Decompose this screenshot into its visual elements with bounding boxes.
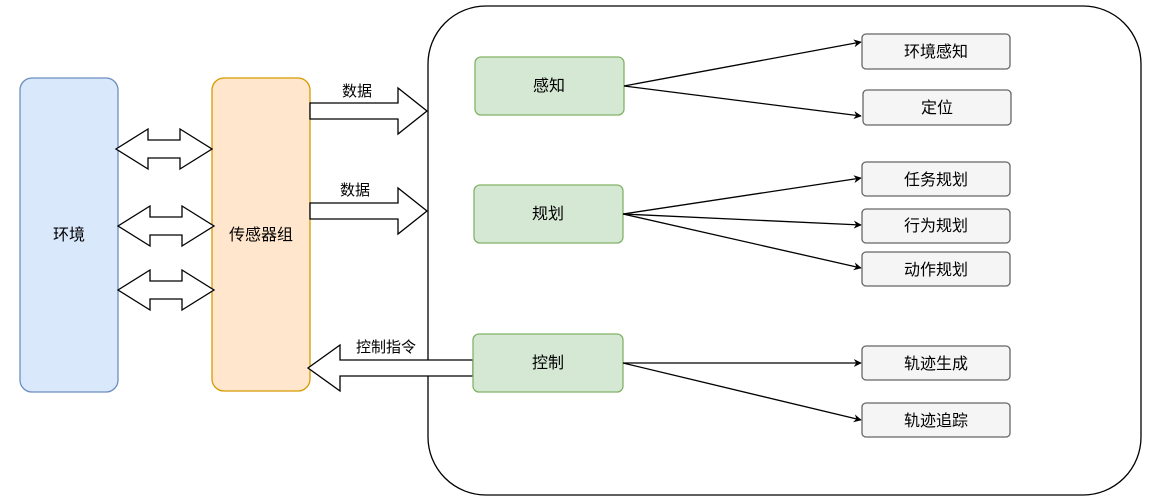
localization-node[interactable]: 定位 [862,89,1012,126]
planning-node[interactable]: 规划 [473,184,624,244]
sensor-group-label: 传感器组 [229,225,293,244]
control-label: 控制 [532,353,564,372]
planning-label: 规划 [532,204,564,223]
data-label-lower: 数据 [340,181,370,199]
edge-control-trajectory-tracking [622,362,862,423]
edge-perception-localization [623,85,862,120]
task-planning-node[interactable]: 任务规划 [861,161,1011,197]
data-label-upper: 数据 [342,82,372,100]
localization-label: 定位 [921,98,953,117]
trajectory-generation-node[interactable]: 轨迹生成 [861,345,1011,381]
trajectory-generation-label: 轨迹生成 [904,354,968,373]
env-perception-node[interactable]: 环境感知 [861,33,1011,70]
control-command-label: 控制指令 [356,338,416,356]
env-sensor-double-arrow-bottom [116,268,216,312]
edge-planning-behavior-planning [622,213,862,229]
task-planning-label: 任务规划 [904,170,968,189]
perception-label: 感知 [533,76,565,95]
sensor-group-node[interactable]: 传感器组 [211,77,311,392]
env-sensor-double-arrow-top [114,127,214,171]
control-command-arrow [306,343,474,393]
edge-planning-task-planning [622,175,862,215]
edge-planning-motion-planning [622,213,862,271]
perception-node[interactable]: 感知 [474,56,625,116]
motion-planning-node[interactable]: 动作规划 [861,251,1011,287]
env-perception-label: 环境感知 [904,42,968,61]
data-arrow-upper [309,86,429,136]
motion-planning-label: 动作规划 [904,260,968,279]
behavior-planning-label: 行为规划 [904,216,968,235]
environment-node[interactable]: 环境 [19,77,119,393]
trajectory-tracking-label: 轨迹追踪 [904,411,968,430]
behavior-planning-node[interactable]: 行为规划 [861,208,1011,244]
env-sensor-double-arrow-middle [116,204,216,248]
data-arrow-lower [309,186,429,236]
trajectory-tracking-node[interactable]: 轨迹追踪 [861,402,1011,438]
control-node[interactable]: 控制 [472,333,624,393]
edge-perception-env-perception [623,39,862,87]
environment-label: 环境 [53,225,85,244]
